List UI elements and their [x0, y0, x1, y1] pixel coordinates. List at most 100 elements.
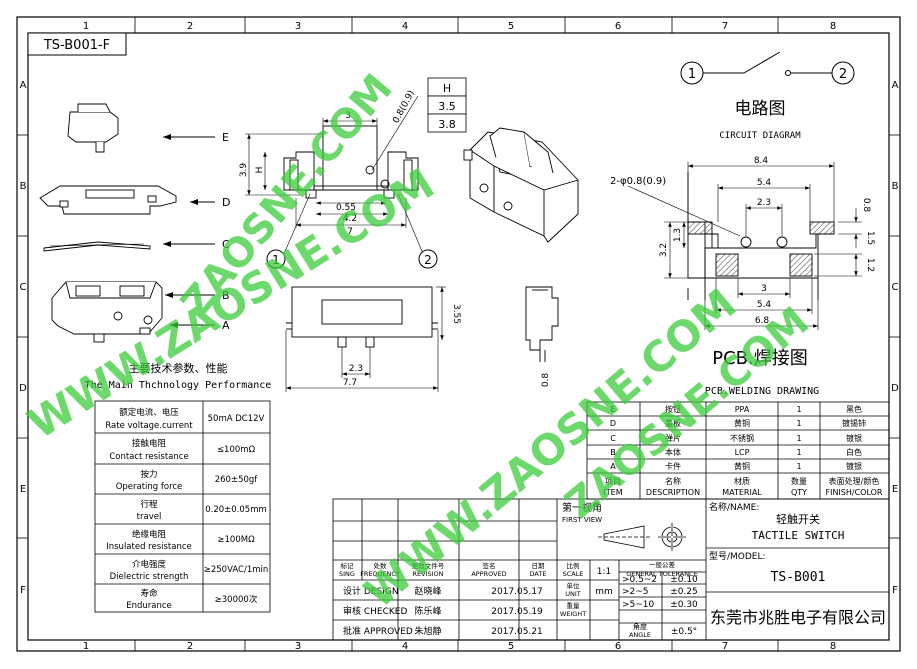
bom-finish: 黑色 — [846, 404, 862, 414]
bom-finish: 镀锡铈 — [842, 418, 866, 428]
sign-date: 2017.05.19 — [491, 607, 543, 617]
rev-header-cn: 更改文件号 — [412, 561, 445, 570]
bom-qty: 1 — [796, 462, 801, 471]
watermark-text: WWW.ZAOSNE.COM — [355, 279, 745, 618]
row-label: B — [892, 181, 899, 192]
sign-date: 2017.05.17 — [491, 587, 543, 597]
bom-material: LCP — [735, 448, 750, 457]
spec-name-en: Endurance — [126, 601, 172, 611]
spec-value: ≤100mΩ — [217, 445, 256, 455]
bom-name: 按钮 — [665, 404, 681, 414]
row-label: C — [892, 282, 899, 293]
sign-name: 朱旭静 — [414, 625, 441, 637]
spec-name-en: travel — [137, 512, 162, 522]
bom-item: E — [610, 405, 615, 414]
col-label: 1 — [83, 641, 89, 652]
dim-front-355: 3.55 — [451, 304, 461, 324]
first-view-en: FIRST VIEW — [562, 516, 602, 524]
bom-qty: 1 — [796, 448, 801, 457]
dim-side-3: 3 — [345, 111, 351, 121]
row-label: D — [19, 383, 27, 394]
bom-name: 盖板 — [665, 418, 681, 428]
rev-header-cn: 签名 — [483, 561, 496, 570]
bom-qty: 1 — [796, 419, 801, 428]
pin-2: 2 — [424, 253, 432, 267]
rev-header-en: REVISION — [412, 570, 443, 578]
row-label: C — [20, 282, 27, 293]
bom-header-item-cn: 项目 — [605, 477, 621, 486]
spec-name-en: Dielectric strength — [110, 572, 189, 582]
side-view — [283, 125, 419, 199]
circuit-node-2: 2 — [839, 67, 847, 82]
bom-header-mat-cn: 材质 — [734, 476, 750, 486]
weight-en: WEIGHT — [560, 610, 586, 618]
dim-pcb-13: 1.3 — [673, 228, 683, 242]
bom-item: D — [610, 419, 616, 428]
spec-name-cn: 绝缘电阻 — [132, 529, 167, 540]
bom-finish: 白色 — [846, 447, 862, 457]
spec-name-en: Operating force — [116, 482, 183, 492]
spec-value: 0.20±0.05mm — [205, 505, 267, 515]
bom-material: 黄铜 — [734, 418, 750, 428]
specs-title-cn: 主要技术参数、性能 — [129, 361, 228, 375]
col-label: 6 — [615, 641, 621, 652]
iso-view — [463, 127, 579, 243]
weight-cn: 重量 — [567, 602, 581, 610]
bom-finish: 镀银 — [846, 461, 862, 471]
rev-header-cn: 比例 — [567, 561, 580, 570]
spec-name-cn: 寿命 — [140, 588, 158, 599]
h-table-value: 3.8 — [438, 118, 456, 131]
col-label: 4 — [402, 21, 408, 32]
rev-header-cn: 日期 — [532, 562, 546, 570]
pcb-dimensions — [627, 162, 862, 330]
spec-value: 260±50gf — [215, 475, 259, 485]
bom-item: C — [610, 434, 616, 443]
front-view-dimensions — [285, 286, 446, 392]
bom-material: PPA — [735, 405, 750, 414]
h-table — [427, 77, 467, 133]
tol-value: ±0.25 — [670, 587, 698, 597]
spec-name-cn: 行程 — [140, 499, 158, 510]
name-en: TACTILE SWITCH — [752, 529, 845, 542]
h-table-value: 3.5 — [438, 100, 456, 113]
sign-date: 2017.05.21 — [491, 627, 543, 637]
drawing-number: TS-B001-F — [43, 38, 110, 53]
tol-range: >5~10 — [622, 600, 655, 610]
pcb-title-en: PCB.WELDING DRAWING — [705, 386, 819, 397]
dim-pcb-32: 3.2 — [659, 243, 669, 257]
col-label: 1 — [83, 21, 89, 32]
model-value: TS-B001 — [771, 570, 826, 585]
tol-header-en: GENERAL TOLERANCE — [626, 570, 698, 578]
spec-name-en: Rate voltage.current — [105, 421, 193, 431]
first-view-cn: 第一视角 — [562, 501, 602, 514]
dim-pcb-08: 0.8 — [861, 198, 871, 213]
row-label: F — [892, 585, 898, 596]
bom-header-fin-en: FINISH/COLOR — [825, 488, 882, 497]
dim-end-08: 0.8 — [541, 373, 551, 388]
dim-pcb-holes: 2-φ0.8(0.9) — [610, 176, 666, 187]
grid-ticks — [17, 17, 900, 651]
rev-header-en: SCALE — [563, 570, 584, 578]
bom-item: B — [610, 448, 616, 457]
row-label: B — [20, 181, 27, 192]
circuit-title-cn: 电路图 — [735, 99, 786, 119]
scale-value: 1:1 — [597, 567, 611, 577]
dim-pcb-84: 8.4 — [754, 156, 769, 166]
dim-pcb-23: 2.3 — [757, 198, 771, 208]
bom-material: 不锈钢 — [730, 433, 754, 443]
row-label: D — [891, 383, 899, 394]
bom-header-name-cn: 名称 — [665, 476, 681, 486]
pcb-drawing — [687, 172, 835, 300]
h-table-header: H — [443, 82, 451, 95]
spec-name-cn: 额定电流、电压 — [119, 407, 179, 418]
dim-pcb-3: 3 — [761, 284, 767, 294]
bom-qty: 1 — [796, 434, 801, 443]
bom-header-fin-cn: 表面处理/颜色 — [829, 476, 880, 486]
specs-table-grid — [94, 400, 271, 613]
part-label-e: E — [222, 131, 229, 144]
spec-value: ≥100MΩ — [217, 535, 255, 545]
sign-name: 赵晓峰 — [414, 585, 441, 597]
spec-name-cn: 按力 — [140, 469, 157, 480]
circuit-title-en: CIRCUIT DIAGRAM — [719, 131, 801, 141]
